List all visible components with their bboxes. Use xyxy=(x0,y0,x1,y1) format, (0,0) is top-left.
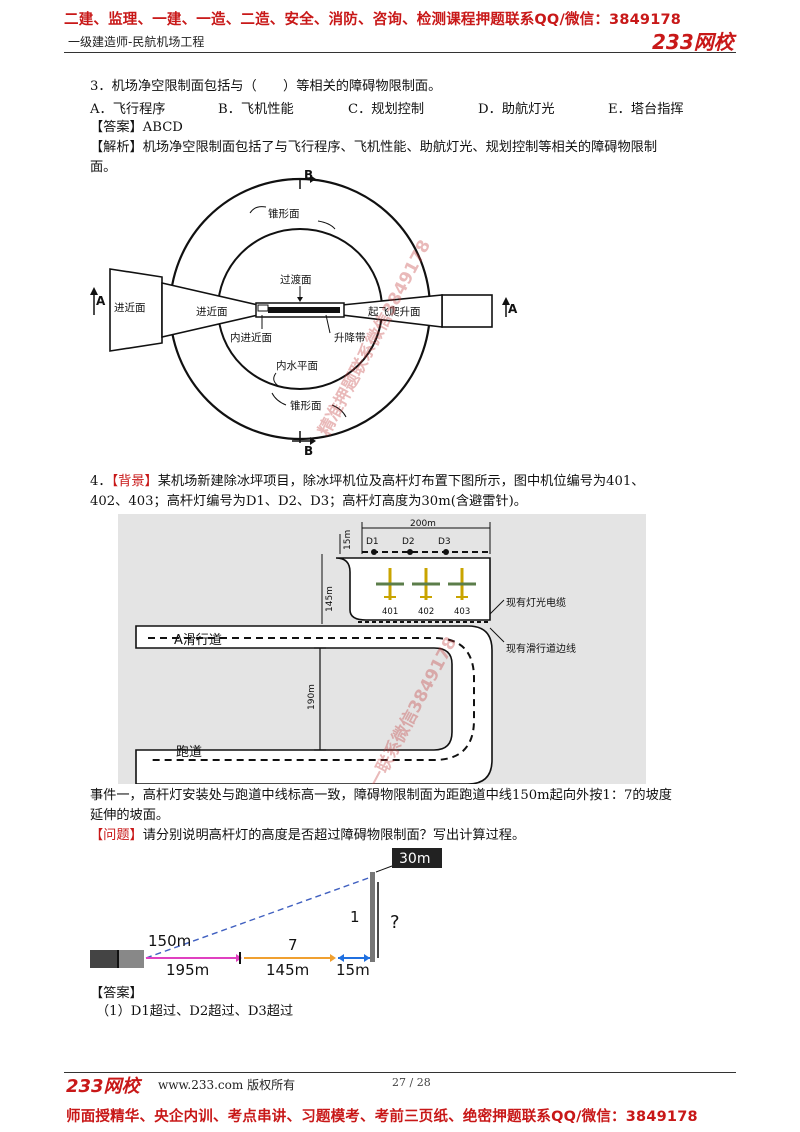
label-runway: 跑道 xyxy=(176,745,202,760)
label-existing-taxiway-edge: 现有滑行道边线 xyxy=(506,642,576,655)
label-195m: 195m xyxy=(166,961,209,979)
light-d2 xyxy=(407,549,413,555)
approach-surface-right-box xyxy=(441,294,493,328)
dim-190m: 190m xyxy=(307,684,317,710)
label-runway-strip: 升降带 xyxy=(334,331,366,344)
answer4-line-1: （1）D1超过、D2超过、D3超过 xyxy=(96,1004,294,1019)
q3-stem: 3．机场净空限制面包括与（ ）等相关的障碍物限制面。 xyxy=(90,79,442,94)
label-approach-inner: 进近面 xyxy=(196,305,228,318)
q4-line-1-text: 某机场新建除冰坪项目，除冰坪机位及高杆灯布置下图所示，图中机位编号为401、 xyxy=(157,474,645,489)
deicing-apron-outline xyxy=(335,557,491,621)
question-line: 【问题】请分别说明高杆灯的高度是否超过障碍物限制面？写出计算过程。 xyxy=(90,826,525,846)
section-a-left-label: A xyxy=(96,294,106,308)
footer-site: www.233.com 版权所有 xyxy=(158,1078,296,1092)
light-label-d3: D3 xyxy=(438,537,451,547)
event1-line-2: 延伸的坡面。 xyxy=(90,808,170,823)
section-b-top-label: B xyxy=(304,168,313,182)
height-30m-box xyxy=(392,848,442,868)
section-b-bottom-label: B xyxy=(304,444,313,458)
approach-surface-left-box xyxy=(109,268,163,352)
aircraft-402-icon xyxy=(412,568,440,600)
section-a-right-label: A xyxy=(508,302,518,316)
dim-15m: 15m xyxy=(343,530,353,550)
q3-option-b: B．飞机性能 xyxy=(218,102,294,117)
height-30m-label: 30m xyxy=(399,851,430,867)
q3-option-d: D．助航灯光 xyxy=(478,102,555,117)
q4-background-tag: 【背景】 xyxy=(111,474,158,489)
q3-answer: 【答案】ABCD xyxy=(90,120,183,135)
stand-label-403: 403 xyxy=(454,607,470,617)
q3-option-e: E．塔台指挥 xyxy=(608,102,684,117)
footer-page-number: 27 / 28 xyxy=(392,1076,431,1089)
header-rule xyxy=(64,52,736,53)
aircraft-403-icon xyxy=(448,568,476,600)
q4-number: 4． xyxy=(90,474,112,489)
runway xyxy=(268,307,340,313)
q3-option-c: C．规划控制 xyxy=(348,102,425,117)
answer4-label: 【答案】 xyxy=(90,986,143,1001)
label-slope-rise: 1 xyxy=(350,908,360,926)
footer-logo: 233网校 xyxy=(66,1076,140,1097)
label-existing-cable: 现有灯光电缆 xyxy=(506,596,566,609)
q4-line-1: 4．【背景】某机场新建除冰坪项目，除冰坪机位及高杆灯布置下图所示，图中机位编号为… xyxy=(90,472,644,492)
label-slope-run: 7 xyxy=(288,936,298,954)
aircraft-401-icon xyxy=(376,568,404,600)
label-unknown-height: ? xyxy=(390,912,400,933)
header-logo: 233网校 xyxy=(652,30,734,54)
label-conical-bottom: 锥形面 xyxy=(290,400,322,412)
inner-approach-box xyxy=(257,304,269,312)
stand-label-402: 402 xyxy=(418,607,434,617)
header-banner: 二建、监理、一建、一造、二造、安全、消防、咨询、检测课程押题联系QQ/微信：38… xyxy=(64,12,682,28)
light-d3 xyxy=(443,549,449,555)
question-text: 请分别说明高杆灯的高度是否超过障碍物限制面？写出计算过程。 xyxy=(142,828,526,843)
label-150m: 150m xyxy=(148,932,191,950)
event1-line-1: 事件一，高杆灯安装处与跑道中线标高一致，障碍物限制面为距跑道中线150m起向外按… xyxy=(90,788,672,803)
question-tag: 【问题】 xyxy=(90,828,143,843)
label-15m: 15m xyxy=(336,961,370,979)
label-takeoff-climb: 起飞爬升面 xyxy=(368,306,421,318)
q4-line-2: 402、403；高杆灯编号为D1、D2、D3；高杆灯高度为30m(含避雷针)。 xyxy=(90,494,527,509)
dim-200m: 200m xyxy=(410,519,436,529)
stand-label-401: 401 xyxy=(382,607,398,617)
q3-option-a: A．飞行程序 xyxy=(90,102,166,117)
light-label-d2: D2 xyxy=(402,537,415,547)
label-transition: 过渡面 xyxy=(280,273,312,286)
obstacle-surfaces-diagram: B B A A 锥形面 过渡面 进近面 进近面 内进近面 升降带 起飞爬升面 内… xyxy=(90,168,518,458)
light-label-d1: D1 xyxy=(366,537,379,547)
deicing-pad-layout-diagram: 200m 15m 145m D1 D2 D3 401 402 403 现有灯光电… xyxy=(118,514,646,784)
q3-analysis-1: 【解析】机场净空限制面包括了与飞行程序、飞机性能、助航灯光、规划控制等相关的障碍… xyxy=(90,140,658,155)
footer-rule xyxy=(64,1072,736,1073)
light-d1 xyxy=(371,549,377,555)
footer-banner: 师面授精华、央企内训、考点串讲、习题模考、考前三页纸、绝密押题联系QQ/微信：3… xyxy=(66,1109,698,1125)
obstacle-limitation-slope xyxy=(145,875,375,959)
label-taxiway-a: A滑行道 xyxy=(174,633,222,648)
label-approach-outer: 进近面 xyxy=(114,301,146,314)
slope-calculation-diagram: 30m 150m 195m 7 145m 15m 1 ? xyxy=(90,848,442,979)
watermark-1: 精准押题联系微信3849178 xyxy=(314,236,435,439)
label-conical-top: 锥形面 xyxy=(268,208,300,220)
taxiway-runway-u-loop xyxy=(135,625,493,784)
header-subtitle: 一级建造师-民航机场工程 xyxy=(68,35,205,49)
label-inner-approach: 内进近面 xyxy=(230,331,272,344)
mast-pole xyxy=(370,872,375,962)
runway-block xyxy=(90,950,118,968)
q3-analysis-2: 面。 xyxy=(90,160,117,175)
label-inner-horizontal: 内水平面 xyxy=(276,359,318,372)
dim-145m: 145m xyxy=(325,586,335,612)
label-145m: 145m xyxy=(266,961,309,979)
